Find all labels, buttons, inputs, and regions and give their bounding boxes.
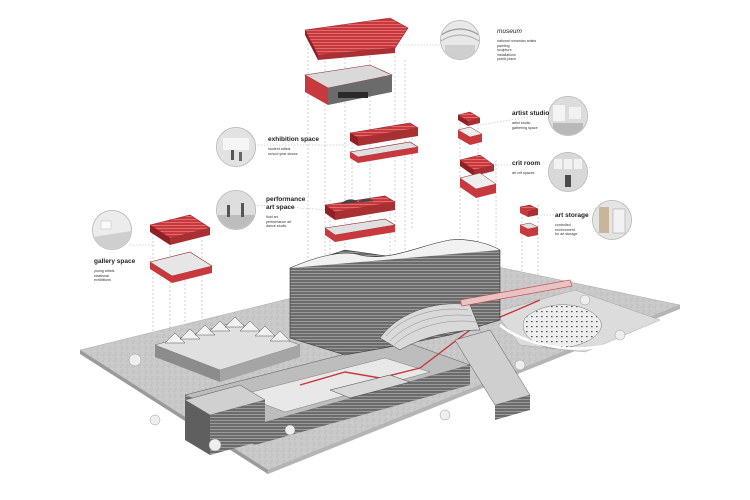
museum-description: national romanian artists painting sculp… — [497, 39, 537, 62]
museum-title: museum — [497, 28, 522, 35]
artist-studio-description: artist studio gathering space — [512, 121, 538, 130]
crit-room-description: art crit spaces — [512, 171, 535, 175]
artist-studio-callout: artist studio artist studio gathering sp… — [512, 110, 549, 130]
museum-photo-thumbnail — [440, 20, 480, 60]
art-storage-callout: art storage controlled environment for a… — [555, 212, 589, 237]
performance-space-photo-thumbnail — [216, 190, 256, 230]
art-storage-description: controlled environment for art storage — [555, 223, 578, 237]
exhibition-space-title: exhibition space — [268, 136, 319, 143]
gallery-space-description: young artists rotational exhibitions — [94, 269, 115, 283]
performance-art-space-description: fluid art performance art dance studio — [266, 215, 292, 229]
art-storage-photo-thumbnail — [592, 200, 632, 240]
gallery-space-photo-thumbnail — [92, 210, 132, 250]
artist-studio-title: artist studio — [512, 110, 550, 117]
exhibition-space-photo-thumbnail — [216, 127, 256, 167]
trees — [128, 294, 626, 452]
performance-art-space-callout: performance art space fluid art performa… — [266, 196, 305, 229]
museum-callout: museum national romanian artists paintin… — [497, 28, 536, 62]
performance-art-space-title: performance art space — [266, 196, 306, 211]
low-buildings — [154, 299, 541, 455]
art-storage-title: art storage — [555, 212, 589, 219]
gallery-space-callout: gallery space young artists rotational e… — [94, 258, 135, 283]
crit-room-callout: crit room art crit spaces — [512, 160, 540, 176]
gallery-space-title: gallery space — [94, 258, 136, 265]
exploded-modules — [149, 17, 539, 283]
crit-room-photo-thumbnail — [548, 152, 588, 192]
tower — [289, 239, 573, 356]
crit-room-title: crit room — [512, 160, 541, 167]
exhibition-space-description: student artists school year shows — [268, 147, 298, 156]
exhibition-space-callout: exhibition space student artists school … — [268, 136, 319, 156]
leader-lines — [130, 44, 560, 246]
artist-studio-photo-thumbnail — [548, 96, 588, 136]
